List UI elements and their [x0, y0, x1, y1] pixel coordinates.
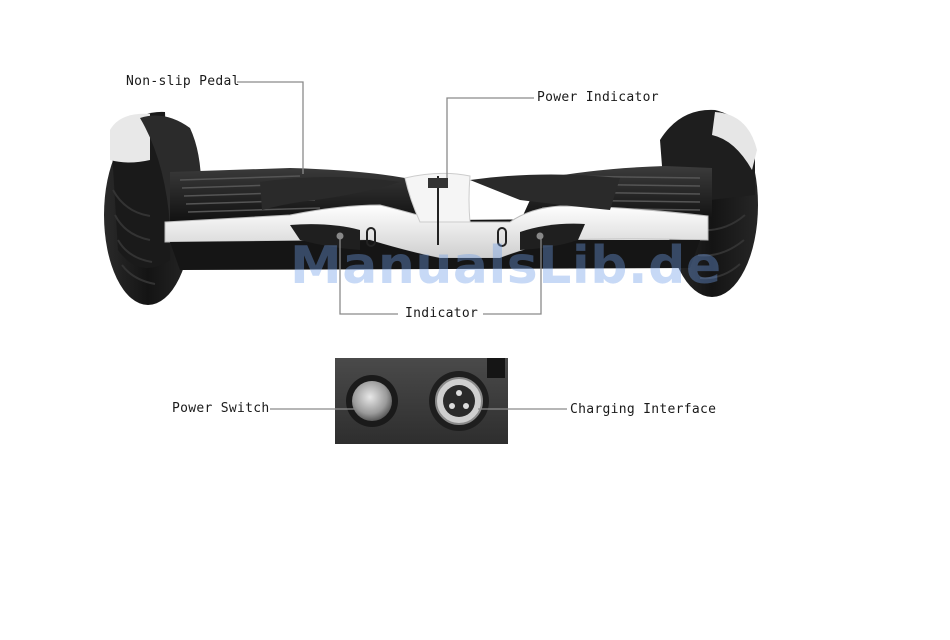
power-switch-button: [352, 381, 392, 421]
port-panel: [335, 358, 508, 444]
power-switch-label: Power Switch: [172, 401, 270, 417]
watermark: ManualsLib.de: [290, 236, 722, 296]
charging-interface-label: Charging Interface: [570, 402, 716, 418]
power-indicator-label: Power Indicator: [537, 90, 659, 106]
indicator-label: Indicator: [405, 306, 478, 322]
non-slip-pedal-label: Non-slip Pedal: [126, 74, 240, 90]
